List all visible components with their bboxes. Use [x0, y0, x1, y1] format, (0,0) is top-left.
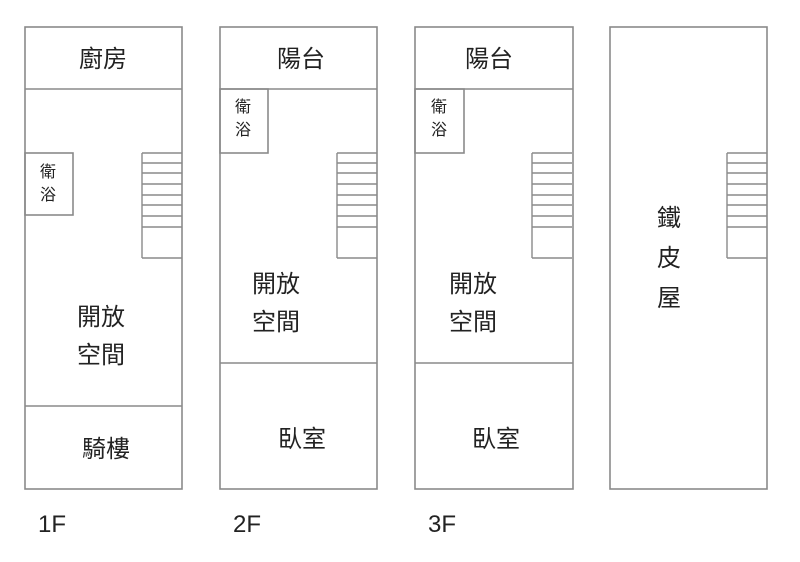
room-balcony: 陽台: [277, 45, 325, 73]
room-iron-sheet-house-line3: 屋: [657, 284, 681, 312]
floor-plan-rooftop: 鐵 皮 屋: [609, 26, 768, 490]
bathroom-wall: [24, 152, 74, 216]
staircase: [531, 152, 572, 259]
room-balcony: 陽台: [465, 45, 513, 73]
floor-label: 3F: [428, 511, 456, 538]
floor-label: 2F: [233, 511, 261, 538]
room-open-space-line1: 開放: [449, 270, 497, 298]
room-open-space-line2: 空間: [449, 308, 497, 336]
room-open-space-line2: 空間: [252, 308, 300, 336]
room-open-space-line1: 開放: [252, 270, 300, 298]
floor-plan-1f: 廚房 衛 浴 開放 空間 騎樓 1F: [24, 26, 183, 538]
room-iron-sheet-house-line2: 皮: [657, 244, 681, 272]
floor-plan-3f: 陽台 衛 浴 開放 空間 臥室 3F: [414, 26, 574, 538]
room-bathroom-line2: 浴: [40, 185, 56, 204]
bathroom-wall: [414, 88, 465, 154]
room-bathroom-line1: 衛: [235, 97, 251, 116]
room-arcade: 騎樓: [82, 435, 130, 463]
staircase: [141, 152, 182, 259]
floor-label: 1F: [38, 511, 66, 538]
bathroom-wall: [219, 88, 269, 154]
room-bathroom-line2: 浴: [235, 120, 251, 139]
room-iron-sheet-house-line1: 鐵: [657, 204, 681, 232]
room-bedroom: 臥室: [278, 425, 326, 453]
outer-wall: [414, 26, 574, 490]
room-kitchen: 廚房: [79, 45, 127, 73]
room-bedroom: 臥室: [472, 425, 520, 453]
room-bathroom-line1: 衛: [40, 162, 56, 181]
room-bathroom-line2: 浴: [431, 120, 447, 139]
room-bathroom-line1: 衛: [431, 97, 447, 116]
staircase: [336, 152, 377, 259]
staircase: [726, 152, 767, 259]
room-open-space-line1: 開放: [77, 303, 125, 331]
room-open-space-line2: 空間: [77, 341, 125, 369]
floor-plan-2f: 陽台 衛 浴 開放 空間 臥室 2F: [219, 26, 378, 538]
